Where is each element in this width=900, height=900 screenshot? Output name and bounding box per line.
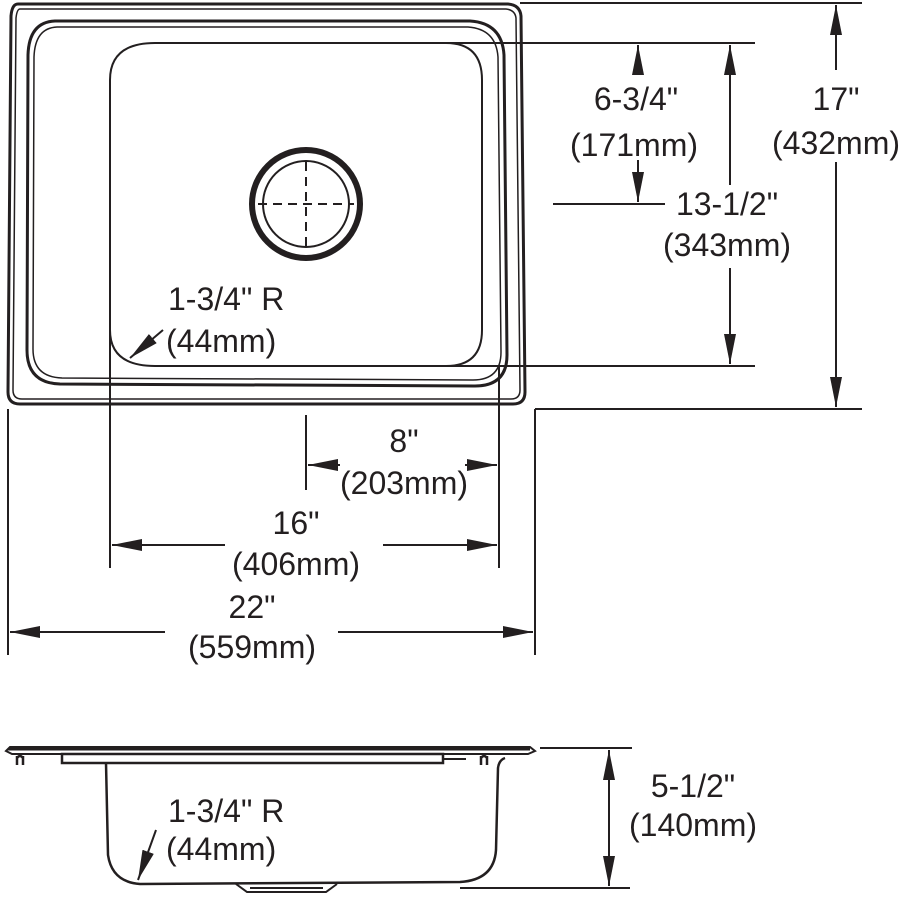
extension-lines	[7, 2, 862, 655]
drain-from-back-in: 6-3/4"	[594, 81, 678, 117]
dim-overall-depth: 17" (432mm)	[772, 5, 900, 407]
inner-rim	[25, 19, 509, 388]
bowl-depth-mm: (343mm)	[663, 227, 791, 263]
dim-bowl-width: 16" (406mm)	[112, 505, 497, 582]
overall-depth-mm: (432mm)	[772, 125, 900, 161]
side-view: 5-1/2" (140mm) 1-3/4" R (44mm)	[4, 746, 757, 893]
corner-radius-top-in: 1-3/4" R	[168, 281, 284, 317]
drain-from-right-in: 8"	[389, 423, 418, 459]
dim-corner-radius-top: 1-3/4" R (44mm)	[129, 281, 284, 359]
corner-radius-top-mm: (44mm)	[166, 323, 276, 359]
bowl-width-in: 16"	[273, 505, 320, 541]
mounting-clip-right	[479, 754, 489, 765]
drain-from-back-mm: (171mm)	[570, 127, 698, 163]
side-drain	[235, 883, 338, 893]
bowl-depth-in: 13-1/2"	[676, 186, 778, 222]
side-depth-mm: (140mm)	[629, 807, 757, 843]
mounting-clip-left	[15, 754, 25, 765]
overall-width-in: 22"	[229, 589, 276, 625]
top-view: 6-3/4" (171mm) 13-1/2" (343mm) 17" (432m…	[6, 2, 900, 665]
side-bowl-outline	[104, 756, 506, 886]
dim-drain-from-right: 8" (203mm)	[308, 423, 497, 501]
dim-corner-radius-side: 1-3/4" R (44mm)	[137, 793, 284, 881]
corner-radius-side-mm: (44mm)	[166, 831, 276, 867]
drain-from-right-mm: (203mm)	[340, 465, 468, 501]
dim-side-depth: 5-1/2" (140mm)	[603, 750, 757, 886]
dim-overall-width: 22" (559mm)	[10, 589, 533, 665]
dim-bowl-depth: 13-1/2" (343mm)	[663, 45, 791, 364]
corner-radius-side-in: 1-3/4" R	[168, 793, 284, 829]
side-depth-in: 5-1/2"	[651, 768, 735, 804]
outer-rim	[6, 2, 527, 406]
overall-depth-in: 17"	[813, 81, 860, 117]
dim-drain-from-back: 6-3/4" (171mm)	[570, 45, 698, 202]
overall-width-mm: (559mm)	[188, 629, 316, 665]
bowl-width-mm: (406mm)	[232, 546, 360, 582]
drain	[249, 147, 363, 261]
